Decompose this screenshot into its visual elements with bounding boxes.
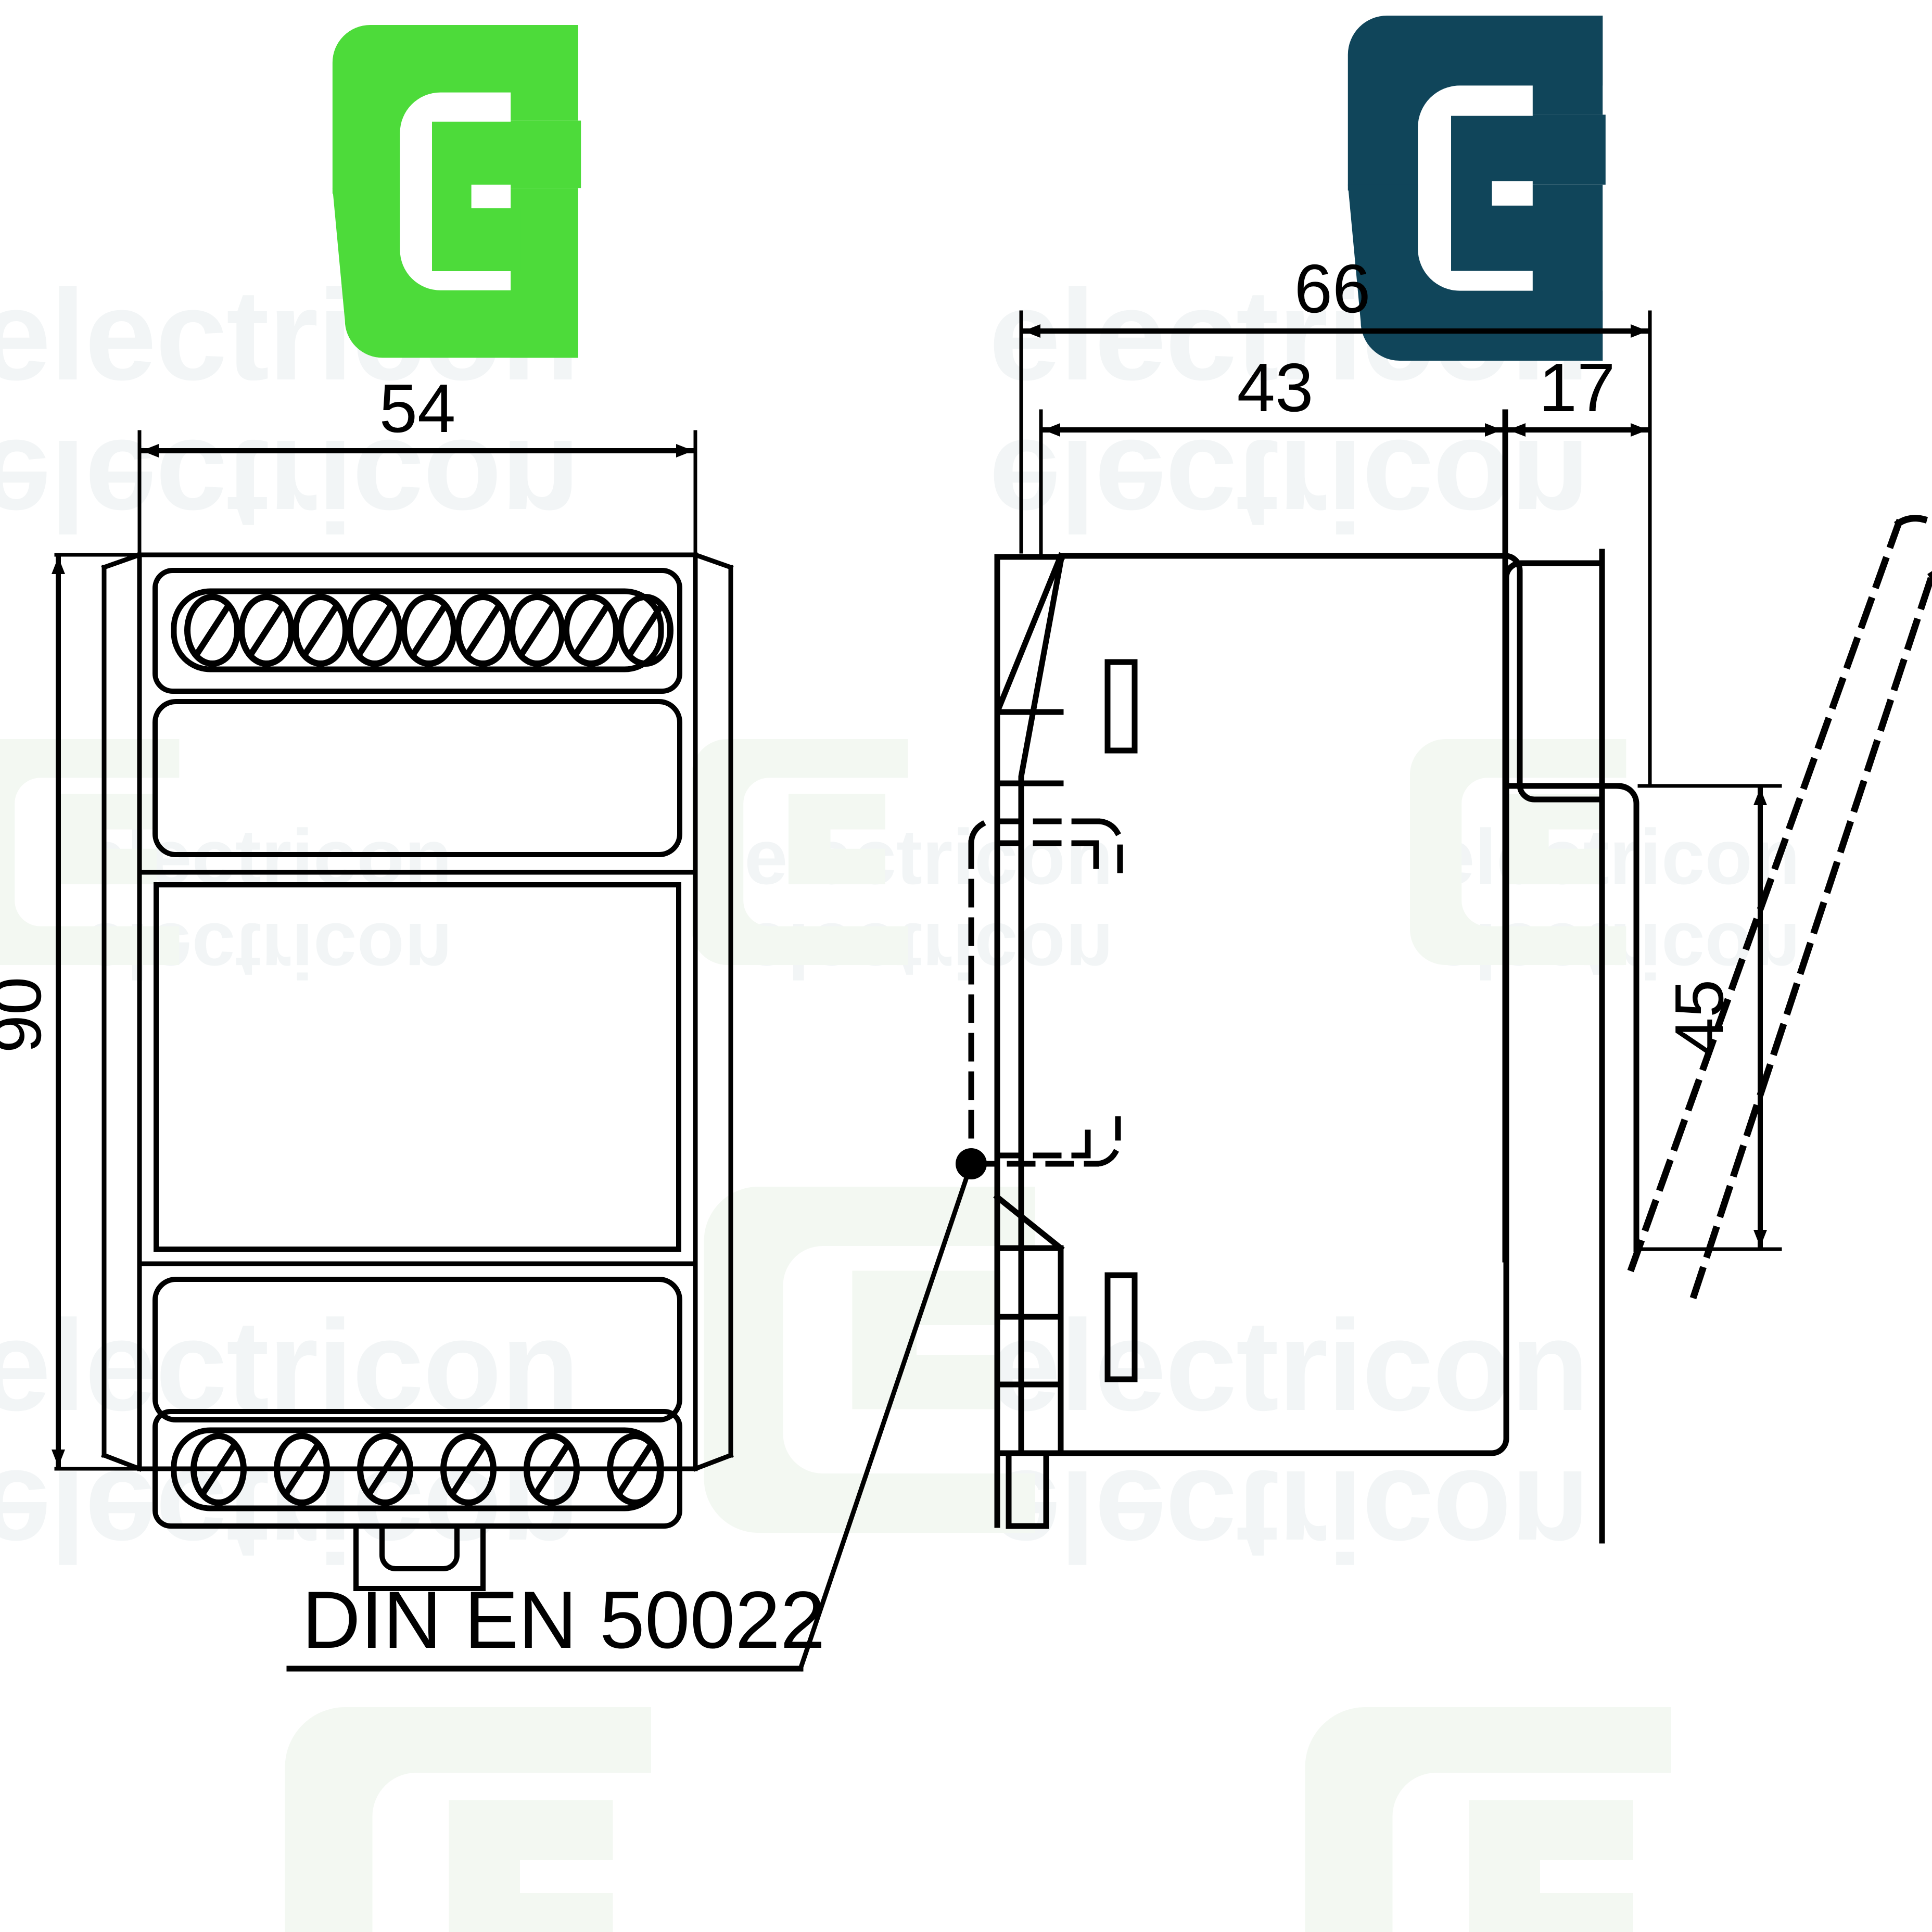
label-cover-depth-17: 17 xyxy=(1539,349,1616,426)
label-total-depth-66: 66 xyxy=(1294,250,1371,327)
label-din-standard: DIN EN 50022 xyxy=(302,1575,825,1666)
din-rail-profile xyxy=(968,818,1123,1167)
label-body-depth-43: 43 xyxy=(1237,349,1314,426)
dimension-cover-height-45 xyxy=(1637,784,1782,1251)
front-view-geometry xyxy=(101,552,734,1591)
dimension-height-90 xyxy=(52,553,144,1471)
side-view-geometry xyxy=(968,515,1932,1544)
dimension-body-depth-43 xyxy=(1039,409,1506,558)
watermark-text: electricon xyxy=(989,1293,1590,1438)
label-cover-height-45: 45 xyxy=(1661,980,1737,1056)
label-height-90: 90 xyxy=(0,977,55,1053)
vent-slot xyxy=(1104,659,1138,754)
dimension-width-54 xyxy=(137,430,697,557)
din-rail-callout-leader xyxy=(286,1161,974,1672)
vent-slot xyxy=(1104,1272,1138,1382)
dimension-cover-depth-17 xyxy=(1504,409,1652,788)
watermark-text: electricon xyxy=(1431,813,1800,900)
dimension-labels: 54 90 66 43 17 45 DIN EN 50022 xyxy=(0,250,1737,1666)
hinged-cover-open xyxy=(1627,515,1932,1300)
top-terminal-screws xyxy=(184,594,673,667)
electricon-logo-green-icon xyxy=(332,25,581,358)
label-width-54: 54 xyxy=(379,370,456,447)
electricon-logo-dark-icon xyxy=(1348,16,1606,361)
bottom-terminal-screws xyxy=(190,1433,663,1506)
